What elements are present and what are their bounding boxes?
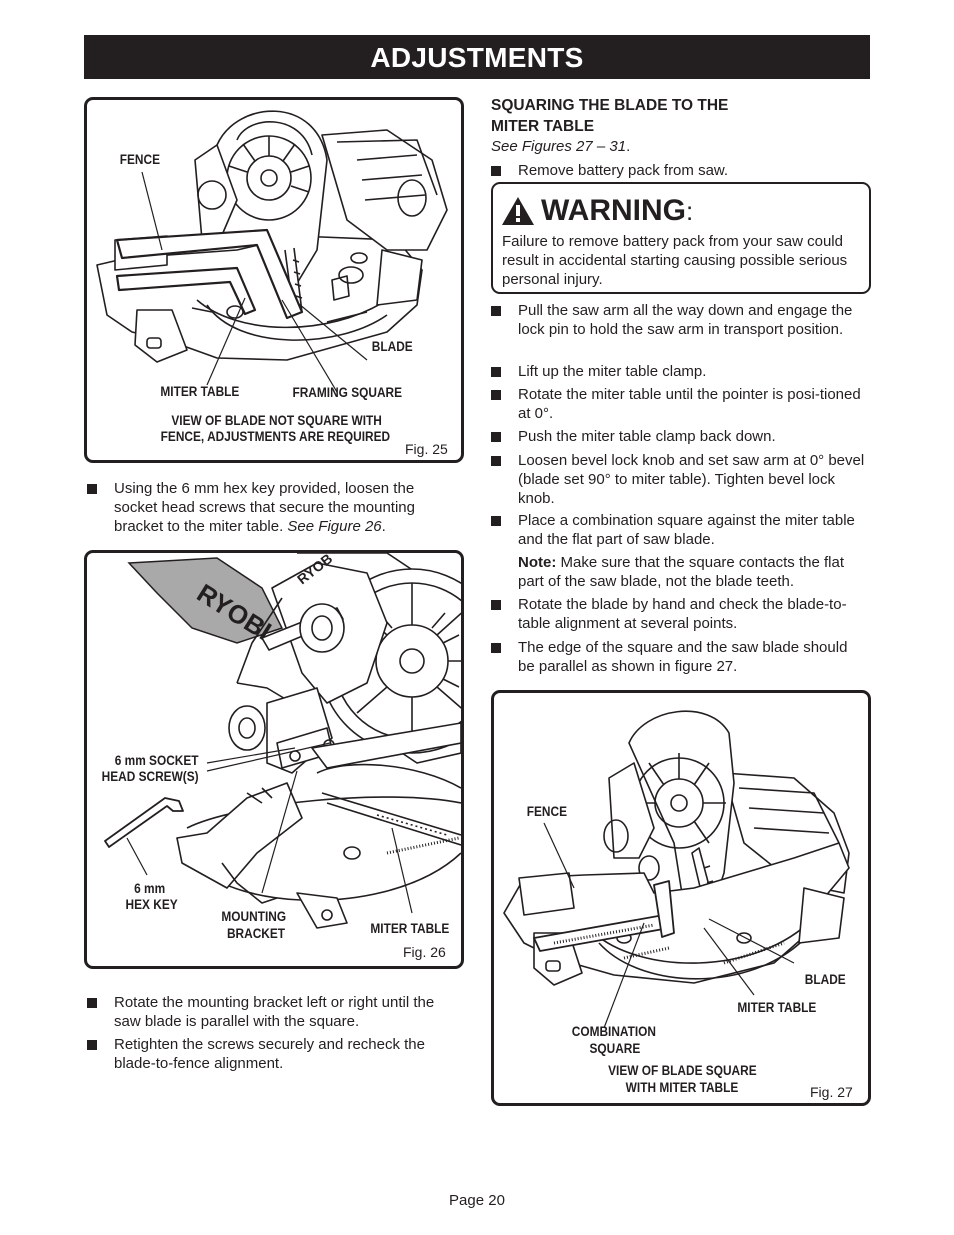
square-bullet-icon	[491, 367, 501, 377]
fig26-label-mounting-line2: BRACKET	[226, 926, 286, 941]
right-step-8: The edge of the square and the saw blade…	[491, 638, 866, 676]
fig26-label-socket-screw-line2: HEAD SCREW(S)	[101, 769, 199, 784]
right-step-remove-battery: Remove battery pack from saw.	[491, 161, 866, 180]
fig26-label-socket-screw-line1: 6 mm SOCKET	[114, 753, 199, 768]
right-step-1: Pull the saw arm all the way down and en…	[491, 301, 866, 339]
fig27-caption-line1: VIEW OF BLADE SQUARE	[608, 1063, 757, 1078]
fig25-label-framing-square: FRAMING SQUARE	[292, 385, 403, 400]
fig27-label-miter-table: MITER TABLE	[737, 1000, 817, 1015]
right-step-remove-battery-text: Remove battery pack from saw.	[518, 162, 729, 179]
left-step-2-text: Rotate the mounting bracket left or righ…	[114, 994, 435, 1030]
fig25-label-blade: BLADE	[371, 339, 413, 354]
see-figures-ref: See Figures 27 – 31.	[491, 138, 631, 155]
fig26-label-hex-key-line2: HEX KEY	[125, 897, 178, 912]
fig25-caption-line2: FENCE, ADJUSTMENTS ARE REQUIRED	[160, 429, 391, 444]
section-title-line2: MITER TABLE	[491, 118, 595, 135]
square-bullet-icon	[491, 166, 501, 176]
figure-27: FENCE BLADE MITER TABLE COMBINATION SQUA…	[491, 690, 871, 1106]
right-step-5: Loosen bevel lock knob and set saw arm a…	[491, 451, 866, 508]
square-bullet-icon	[491, 600, 501, 610]
right-step-2-text: Lift up the miter table clamp.	[518, 363, 707, 380]
left-step-3: Retighten the screws securely and rechec…	[87, 1035, 457, 1073]
square-bullet-icon	[87, 484, 97, 494]
figure-25: FENCE BLADE MITER TABLE FRAMING SQUARE V…	[84, 97, 464, 463]
figure-26-illustration: RYOBI RYOB	[104, 553, 461, 929]
right-step-4: Push the miter table clamp back down.	[491, 427, 866, 446]
right-step-3-text: Rotate the miter table until the pointer…	[518, 386, 861, 422]
fig25-label-fence: FENCE	[119, 152, 161, 167]
note-label: Note:	[518, 554, 557, 571]
warning-triangle-icon	[502, 197, 534, 225]
right-step-6-text: Place a combination square against the m…	[518, 512, 855, 548]
figure-26: RYOBI RYOB	[84, 550, 464, 969]
fig27-label-combination-line1: COMBINATION	[571, 1024, 657, 1039]
square-bullet-icon	[87, 998, 97, 1008]
fig26-label-mounting-line1: MOUNTING	[221, 909, 287, 924]
warning-box: WARNING: Failure to remove battery pack …	[491, 182, 871, 294]
fig25-label-miter-table: MITER TABLE	[160, 384, 240, 399]
left-step-1: Using the 6 mm hex key provided, loosen …	[87, 479, 457, 536]
right-step-2: Lift up the miter table clamp.	[491, 362, 866, 381]
right-step-8-text: The edge of the square and the saw blade…	[518, 639, 848, 675]
fig27-number: Fig. 27	[810, 1084, 853, 1100]
fig27-caption-line2: WITH MITER TABLE	[625, 1080, 739, 1095]
page-header: ADJUSTMENTS	[84, 35, 870, 79]
right-step-7-text: Rotate the blade by hand and check the b…	[518, 596, 847, 632]
warning-title: WARNING:	[541, 194, 694, 227]
square-bullet-icon	[491, 390, 501, 400]
note-paragraph: Note: Make sure that the square contacts…	[518, 553, 868, 591]
figure-27-illustration	[503, 710, 850, 1029]
fig26-label-miter-table: MITER TABLE	[370, 921, 450, 936]
right-step-4-text: Push the miter table clamp back down.	[518, 428, 776, 445]
note-text: Make sure that the square contacts the f…	[518, 554, 844, 590]
fig27-label-blade: BLADE	[804, 972, 846, 987]
fig25-number: Fig. 25	[405, 441, 448, 457]
square-bullet-icon	[491, 516, 501, 526]
right-step-5-text: Loosen bevel lock knob and set saw arm a…	[518, 452, 865, 507]
right-step-1-text: Pull the saw arm all the way down and en…	[518, 302, 853, 338]
fig27-label-combination-line2: SQUARE	[589, 1041, 641, 1056]
left-step-1-ref: See Figure 26	[287, 518, 382, 535]
section-title-line1: SQUARING THE BLADE TO THE	[491, 97, 729, 114]
fig25-caption-line1: VIEW OF BLADE NOT SQUARE WITH	[171, 413, 382, 428]
left-step-2: Rotate the mounting bracket left or righ…	[87, 993, 457, 1031]
right-step-3: Rotate the miter table until the pointer…	[491, 385, 866, 423]
square-bullet-icon	[87, 1040, 97, 1050]
left-step-3-text: Retighten the screws securely and rechec…	[114, 1036, 425, 1072]
square-bullet-icon	[491, 456, 501, 466]
right-step-6: Place a combination square against the m…	[491, 511, 866, 549]
square-bullet-icon	[491, 432, 501, 442]
figure-25-illustration	[96, 110, 448, 393]
square-bullet-icon	[491, 643, 501, 653]
fig26-label-hex-key-line1: 6 mm	[134, 881, 166, 896]
page-number: Page 20	[449, 1192, 505, 1209]
left-step-1-text: Using the 6 mm hex key provided, loosen …	[114, 480, 415, 535]
fig27-label-fence: FENCE	[526, 804, 568, 819]
warning-text: Failure to remove battery pack from your…	[502, 233, 848, 288]
fig26-number: Fig. 26	[403, 944, 446, 960]
right-step-7: Rotate the blade by hand and check the b…	[491, 595, 866, 633]
square-bullet-icon	[491, 306, 501, 316]
